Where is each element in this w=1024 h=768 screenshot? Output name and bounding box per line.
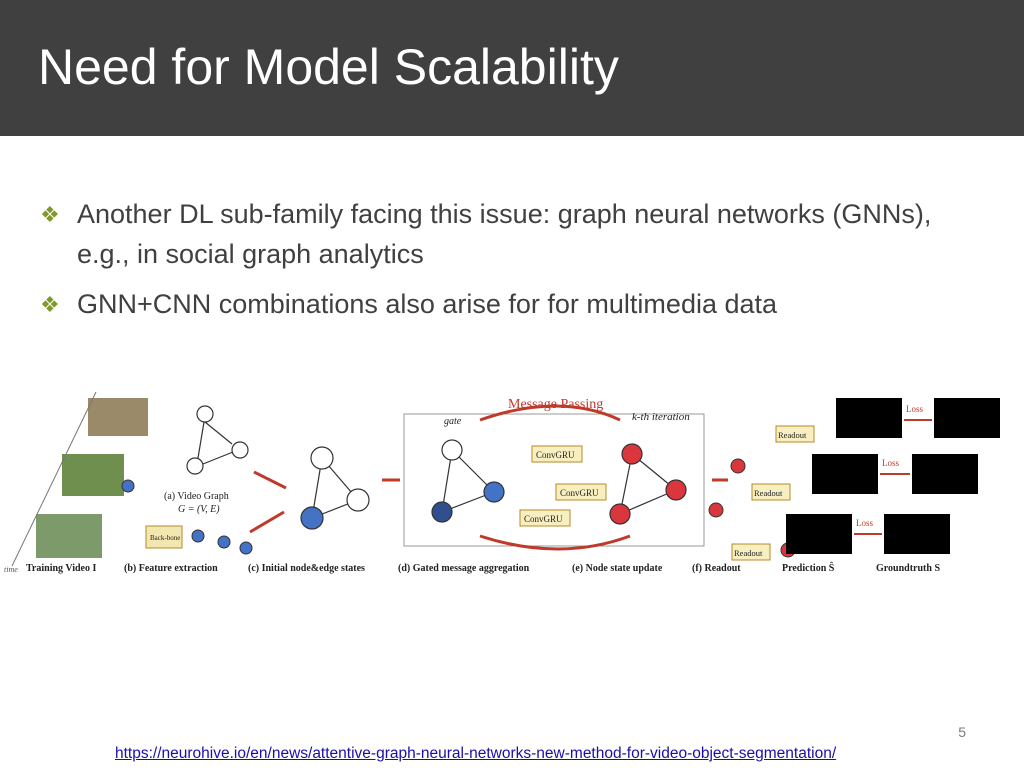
gnn-pipeline-figure: time (a) Video Graph G = (V, E) Back-bon…: [4, 391, 1000, 574]
caption-node-update: (e) Node state update: [572, 563, 663, 574]
flow-arrows: [249, 470, 728, 534]
training-video-frames: [11, 391, 148, 567]
caption-groundtruth: Groundtruth S: [876, 563, 940, 574]
bullet-text: Another DL sub-family facing this issue:…: [77, 199, 932, 269]
time-label: time: [4, 565, 18, 574]
video-frame: [88, 398, 148, 436]
loss-label: Loss: [856, 518, 874, 528]
convgru-label: ConvGRU: [536, 450, 575, 460]
convgru-label: ConvGRU: [560, 488, 599, 498]
feature-nodes: [121, 479, 253, 555]
loss-arrows: [854, 419, 932, 535]
bullet-item: ❖ GNN+CNN combinations also arise for fo…: [40, 284, 980, 324]
convgru-boxes: [519, 445, 607, 527]
backbone-label: Back-bone: [150, 534, 180, 542]
mask-images: [786, 398, 1000, 554]
kth-iteration-label: k-th iteration: [632, 411, 690, 423]
caption-readout: (f) Readout: [692, 563, 741, 574]
message-passing-bracket: [403, 413, 705, 547]
slide-title: Need for Model Scalability: [38, 39, 619, 95]
message-passing-label: Message Passing: [508, 397, 603, 412]
initial-graph: [300, 446, 370, 530]
readout-label: Readout: [778, 430, 807, 440]
video-graph-label: (a) Video Graph: [164, 491, 229, 502]
diamond-bullet-icon: ❖: [40, 292, 60, 317]
video-graph: [186, 405, 249, 475]
readout-label: Readout: [754, 488, 783, 498]
title-bar: Need for Model Scalability: [0, 0, 1024, 136]
time-axis: [11, 391, 97, 567]
caption-training-video: Training Video I: [26, 563, 96, 574]
update-graph: [609, 443, 687, 525]
caption-gated-aggregation: (d) Gated message aggregation: [398, 563, 530, 574]
bullet-item: ❖ Another DL sub-family facing this issu…: [40, 194, 980, 274]
figure-captions: Training Video I (b) Feature extraction …: [26, 561, 940, 574]
update-arrow: [479, 534, 631, 551]
loss-label: Loss: [906, 404, 924, 414]
message-passing-arrow: [479, 404, 621, 422]
caption-initial-states: (c) Initial node&edge states: [248, 563, 365, 574]
bullet-list: ❖ Another DL sub-family facing this issu…: [40, 194, 980, 334]
video-frame: [62, 454, 124, 496]
graph-formula: G = (V, E): [178, 504, 220, 515]
bullet-text: GNN+CNN combinations also arise for for …: [77, 289, 778, 319]
caption-feature-extraction: (b) Feature extraction: [124, 563, 218, 574]
caption-prediction: Prediction Ŝ: [782, 561, 835, 574]
source-link[interactable]: https://neurohive.io/en/news/attentive-g…: [115, 745, 837, 762]
readout-section: [708, 425, 815, 561]
diamond-bullet-icon: ❖: [40, 202, 60, 227]
page-number: 5: [958, 724, 966, 740]
aggregation-graph: [431, 439, 505, 523]
convgru-label: ConvGRU: [524, 514, 563, 524]
backbone-box: [145, 525, 183, 549]
readout-label: Readout: [734, 548, 763, 558]
gate-label: gate: [444, 416, 462, 427]
video-frame: [36, 514, 102, 558]
loss-label: Loss: [882, 458, 900, 468]
